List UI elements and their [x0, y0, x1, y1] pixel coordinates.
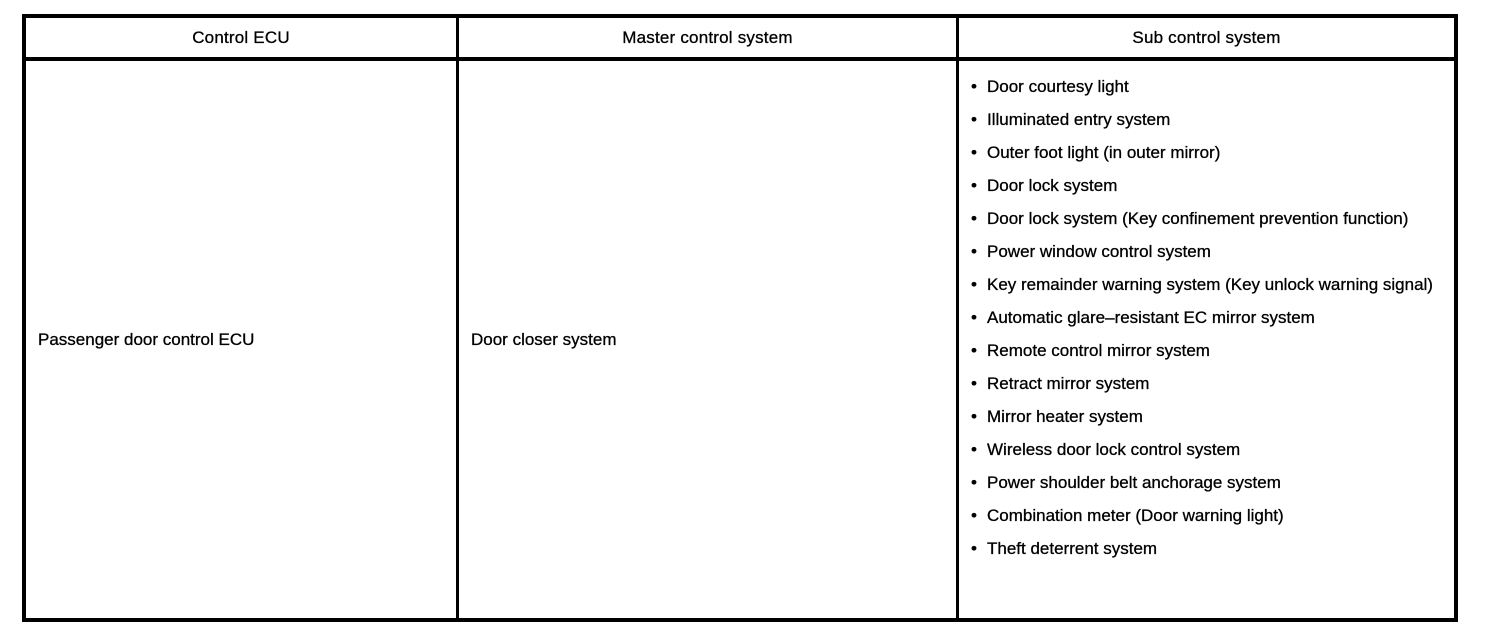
sub-control-system-label: Power window control system [987, 242, 1211, 261]
header-master-control-system: Master control system [456, 18, 956, 57]
sub-control-system-item: • Wireless door lock control system [971, 433, 1433, 466]
sub-control-system-item: • Combination meter (Door warning light) [971, 499, 1433, 532]
table-header-row: Control ECU Master control system Sub co… [26, 18, 1454, 61]
sub-control-system-label: Combination meter (Door warning light) [987, 506, 1284, 525]
master-control-system-value: Door closer system [471, 329, 617, 349]
bullet-icon: • [971, 506, 977, 525]
sub-control-system-label: Retract mirror system [987, 374, 1150, 393]
bullet-icon: • [971, 209, 977, 228]
cell-sub-control-systems: • Door courtesy light • Illuminated entr… [956, 61, 1454, 618]
sub-control-system-label: Key remainder warning system (Key unlock… [987, 275, 1433, 294]
sub-control-system-label: Illuminated entry system [987, 110, 1171, 129]
header-control-ecu: Control ECU [192, 27, 290, 47]
bullet-icon: • [971, 77, 977, 96]
bullet-icon: • [971, 275, 977, 294]
header-sub-control-system: Sub control system [956, 18, 1454, 57]
ecu-systems-table: Control ECU Master control system Sub co… [22, 14, 1458, 622]
bullet-icon: • [971, 374, 977, 393]
sub-control-system-item: • Outer foot light (in outer mirror) [971, 136, 1433, 169]
sub-control-system-label: Door lock system [987, 176, 1118, 195]
sub-control-system-item: • Power window control system [971, 235, 1433, 268]
sub-control-system-label: Mirror heater system [987, 407, 1143, 426]
sub-control-system-item: • Key remainder warning system (Key unlo… [971, 268, 1433, 301]
bullet-icon: • [971, 407, 977, 426]
bullet-icon: • [971, 539, 977, 558]
sub-control-system-label: Theft deterrent system [987, 539, 1158, 558]
bullet-icon: • [971, 176, 977, 195]
sub-control-system-item: • Door lock system (Key confinement prev… [971, 202, 1433, 235]
bullet-icon: • [971, 341, 977, 360]
sub-control-system-item: • Remote control mirror system [971, 334, 1433, 367]
bullet-icon: • [971, 308, 977, 327]
bullet-icon: • [971, 143, 977, 162]
sub-control-systems-list: • Door courtesy light • Illuminated entr… [971, 70, 1433, 565]
sub-control-system-item: • Illuminated entry system [971, 103, 1433, 136]
sub-control-system-label: Automatic glare–resistant EC mirror syst… [987, 308, 1315, 327]
sub-control-system-label: Remote control mirror system [987, 341, 1210, 360]
table-body-row: Passenger door control ECU Door closer s… [26, 61, 1454, 618]
sub-control-system-label: Door lock system (Key confinement preven… [987, 209, 1409, 228]
sub-control-system-label: Wireless door lock control system [987, 440, 1241, 459]
sub-control-system-item: • Retract mirror system [971, 367, 1433, 400]
bullet-icon: • [971, 440, 977, 459]
sub-control-system-item: • Door lock system [971, 169, 1433, 202]
sub-control-system-label: Outer foot light (in outer mirror) [987, 143, 1221, 162]
sub-control-system-item: • Power shoulder belt anchorage system [971, 466, 1433, 499]
sub-control-system-item: • Door courtesy light [971, 70, 1433, 103]
sub-control-system-label: Door courtesy light [987, 77, 1129, 96]
bullet-icon: • [971, 242, 977, 261]
bullet-icon: • [971, 473, 977, 492]
sub-control-system-item: • Mirror heater system [971, 400, 1433, 433]
bullet-icon: • [971, 110, 977, 129]
control-ecu-value: Passenger door control ECU [38, 329, 255, 349]
sub-control-system-item: • Theft deterrent system [971, 532, 1433, 565]
sub-control-system-label: Power shoulder belt anchorage system [987, 473, 1281, 492]
cell-master-control-system: Door closer system [456, 61, 956, 618]
cell-control-ecu: Passenger door control ECU [26, 61, 456, 618]
sub-control-system-item: • Automatic glare–resistant EC mirror sy… [971, 301, 1433, 334]
